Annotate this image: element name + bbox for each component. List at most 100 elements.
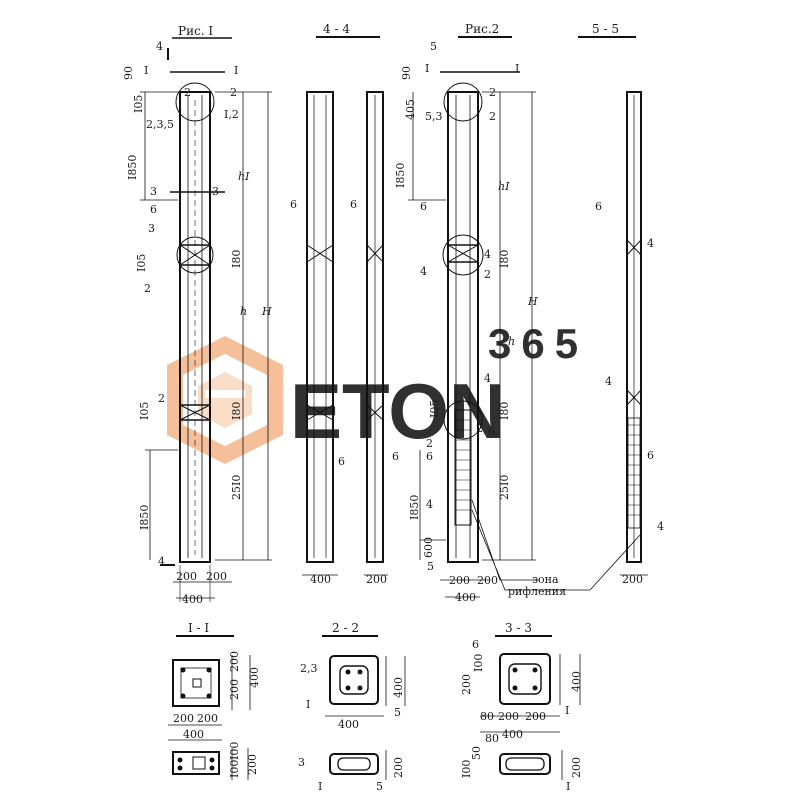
svg-text:2: 2 — [158, 392, 165, 405]
svg-text:200: 200 — [449, 574, 470, 587]
svg-text:2: 2 — [476, 422, 483, 435]
svg-text:2: 2 — [489, 86, 496, 99]
section-4-4-columns — [302, 91, 388, 576]
svg-text:4: 4 — [484, 248, 491, 261]
section-3-3-title: 3 - 3 — [505, 621, 532, 635]
svg-text:5: 5 — [376, 780, 383, 793]
svg-text:80: 80 — [480, 710, 494, 723]
svg-text:200: 200 — [228, 679, 241, 700]
section-3-3-drawing — [480, 653, 581, 780]
svg-text:I80: I80 — [230, 250, 243, 268]
svg-text:6: 6 — [290, 198, 297, 211]
svg-text:I850: I850 — [408, 495, 421, 520]
svg-text:4: 4 — [484, 372, 491, 385]
svg-text:hI: hI — [238, 170, 250, 183]
svg-text:600: 600 — [422, 537, 435, 558]
svg-text:200: 200 — [525, 710, 546, 723]
svg-text:25I0: 25I0 — [230, 475, 243, 500]
svg-text:I: I — [425, 62, 429, 75]
svg-text:I: I — [306, 698, 310, 711]
svg-text:200: 200 — [176, 570, 197, 583]
svg-text:5: 5 — [427, 560, 434, 573]
svg-text:3: 3 — [212, 185, 219, 198]
svg-text:400: 400 — [183, 728, 204, 741]
svg-text:6: 6 — [472, 638, 479, 651]
svg-text:6: 6 — [595, 200, 602, 213]
svg-text:6: 6 — [426, 450, 433, 463]
watermark-hexagon-logo — [167, 336, 283, 464]
svg-text:I850: I850 — [138, 505, 151, 530]
section-5-5-column — [620, 91, 648, 576]
column-fig2 — [408, 71, 641, 598]
svg-text:H: H — [527, 295, 538, 308]
zone-label-line2: рифления — [508, 585, 566, 598]
svg-text:6: 6 — [488, 425, 495, 438]
svg-text:2: 2 — [184, 86, 191, 99]
svg-text:200: 200 — [228, 651, 241, 672]
svg-text:4: 4 — [647, 237, 654, 250]
svg-text:I05: I05 — [138, 402, 151, 420]
svg-text:I80: I80 — [498, 250, 511, 268]
fig1-title: Рис. I — [178, 24, 213, 38]
svg-text:4: 4 — [605, 375, 612, 388]
svg-text:50: 50 — [470, 746, 483, 760]
svg-text:400: 400 — [502, 728, 523, 741]
svg-text:I00: I00 — [228, 760, 241, 778]
section-5-5-labels: 6 4 4 6 4 200 — [595, 200, 664, 586]
svg-text:90: 90 — [400, 66, 413, 80]
svg-text:I05: I05 — [428, 400, 441, 418]
svg-text:2: 2 — [489, 110, 496, 123]
svg-text:I: I — [515, 62, 519, 75]
svg-text:4: 4 — [158, 555, 165, 568]
svg-text:6: 6 — [350, 198, 357, 211]
section-2-2-title: 2 - 2 — [332, 621, 359, 635]
svg-text:I: I — [234, 64, 238, 77]
svg-text:200: 200 — [498, 710, 519, 723]
svg-text:I00: I00 — [228, 742, 241, 760]
svg-text:80: 80 — [485, 732, 499, 745]
watermark-number: 365 — [488, 320, 588, 367]
svg-text:6: 6 — [420, 200, 427, 213]
fig2-labels: 90 405 I850 I80 I80 25I0 I05 I850 600 h … — [394, 40, 566, 604]
svg-text:4: 4 — [156, 40, 163, 53]
svg-text:400: 400 — [310, 573, 331, 586]
section-1-1-title: I - I — [188, 621, 209, 635]
svg-text:6: 6 — [338, 455, 345, 468]
svg-text:I05: I05 — [132, 95, 145, 113]
svg-text:4: 4 — [420, 265, 427, 278]
svg-text:I: I — [565, 704, 569, 717]
svg-text:200: 200 — [570, 757, 583, 778]
section-2-2-drawing — [325, 655, 406, 780]
svg-text:2: 2 — [230, 86, 237, 99]
svg-text:2: 2 — [484, 268, 491, 281]
svg-text:6: 6 — [392, 450, 399, 463]
fig1-labels: 90 I05 I850 I05 I05 I850 I80 I80 25I0 h … — [122, 40, 272, 606]
svg-text:2: 2 — [426, 437, 433, 450]
svg-text:400: 400 — [455, 591, 476, 604]
svg-text:3: 3 — [148, 222, 155, 235]
svg-text:4: 4 — [426, 498, 433, 511]
svg-text:3: 3 — [298, 756, 305, 769]
svg-text:2,3: 2,3 — [300, 662, 318, 675]
svg-text:4: 4 — [657, 520, 664, 533]
fig2-title: Рис.2 — [465, 22, 499, 36]
svg-text:3: 3 — [150, 185, 157, 198]
svg-text:200: 200 — [206, 570, 227, 583]
svg-text:200: 200 — [366, 573, 387, 586]
svg-text:2: 2 — [144, 282, 151, 295]
svg-text:I00: I00 — [460, 760, 473, 778]
svg-text:5: 5 — [394, 706, 401, 719]
svg-text:5: 5 — [430, 40, 437, 53]
svg-text:I850: I850 — [126, 155, 139, 180]
svg-text:90: 90 — [122, 66, 135, 80]
column-fig1 — [140, 48, 272, 602]
section-2-2-labels: 2,3 I 400 5 400 3 I 5 200 — [298, 662, 405, 793]
svg-text:200: 200 — [197, 712, 218, 725]
section-4-4-labels: 6 6 6 6 400 200 — [290, 198, 399, 586]
watermark: ETON 365 — [167, 320, 588, 464]
svg-text:400: 400 — [392, 677, 405, 698]
svg-text:6: 6 — [647, 449, 654, 462]
svg-text:h: h — [240, 305, 247, 318]
